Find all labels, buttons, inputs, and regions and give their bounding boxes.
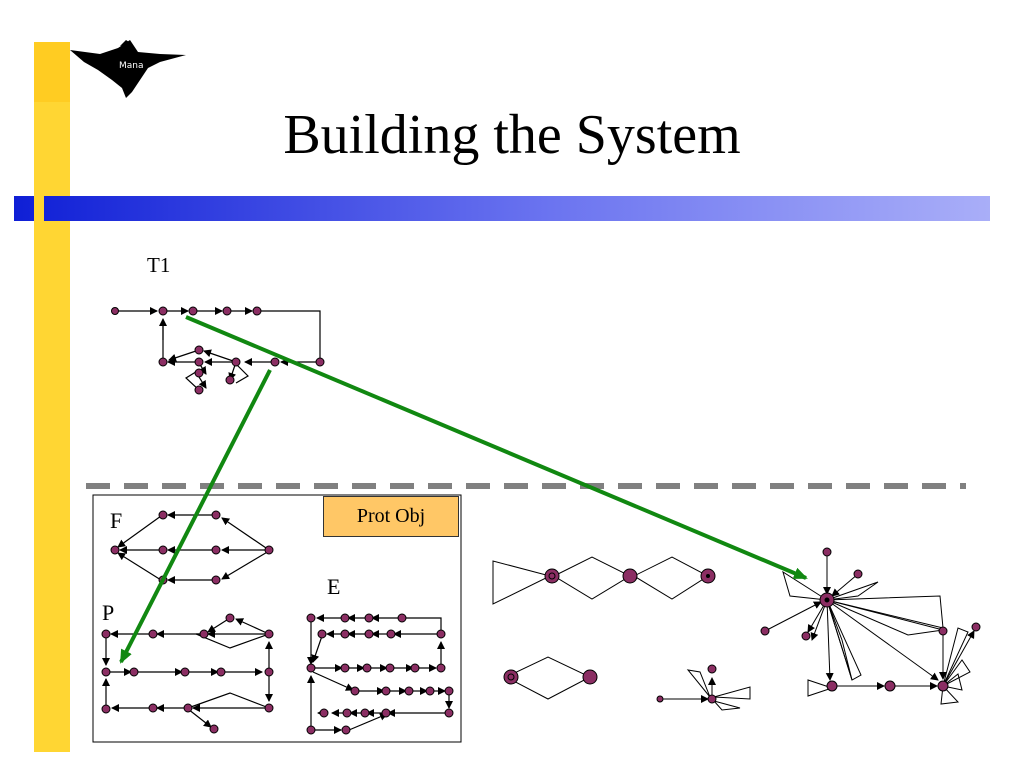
e-graph — [307, 614, 453, 734]
yellow-accent-bar — [34, 42, 70, 752]
abstract-chain-nodes — [503, 568, 716, 685]
abstract-chain-graph — [492, 556, 709, 700]
label-p: P — [102, 600, 115, 625]
p-nodes — [101, 613, 274, 734]
f-graph — [117, 511, 270, 584]
page-title: Building the System — [283, 104, 741, 166]
abstract-hub-graph — [764, 552, 975, 705]
abstract-small-star-nodes — [656, 664, 717, 704]
t1-graph — [115, 307, 321, 391]
logo-text: Mana — [119, 61, 144, 71]
raven-logo — [70, 40, 186, 98]
source-panel — [92, 494, 462, 743]
mapping-arrow-to-hub — [185, 315, 808, 580]
label-f: F — [110, 508, 123, 533]
abstract-small-star — [660, 669, 751, 711]
t1-nodes — [111, 306, 325, 395]
abstract-hub-nodes — [760, 547, 981, 692]
title-bar — [14, 196, 990, 221]
label-t1: T1 — [147, 253, 171, 277]
mapping-arrow-to-p — [119, 369, 272, 664]
e-nodes — [306, 613, 454, 735]
label-e: E — [327, 574, 341, 599]
prot-obj-label: Prot Obj — [323, 496, 459, 537]
